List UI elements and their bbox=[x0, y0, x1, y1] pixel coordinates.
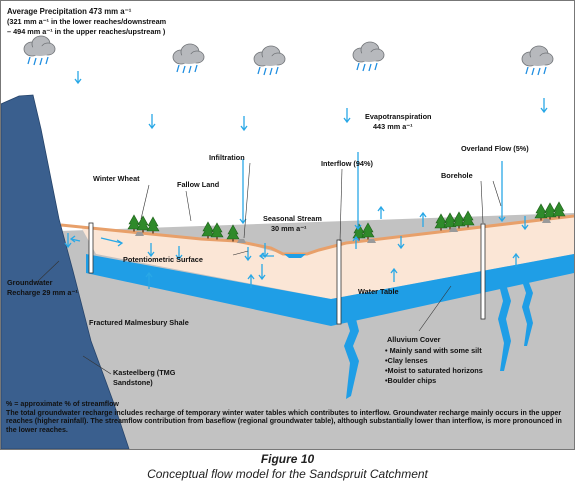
label-water-table: Water Table bbox=[358, 287, 399, 296]
label-seasonal-stream: Seasonal Stream bbox=[263, 214, 322, 223]
up-arrow-icon bbox=[247, 273, 255, 288]
down-arrow-icon bbox=[343, 108, 351, 124]
label-evapotranspiration-value: 443 mm a⁻¹ bbox=[373, 122, 413, 131]
label-avg-precipitation: Average Precipitation 473 mm a⁻¹ bbox=[7, 7, 132, 16]
fracture-zone bbox=[522, 280, 533, 346]
label-alluvium-item: •Boulder chips bbox=[385, 376, 436, 385]
flow-arrows bbox=[64, 71, 548, 289]
lateral-arrow bbox=[69, 235, 81, 243]
figure-label: Figure 10 bbox=[260, 452, 315, 466]
label-infiltration: Infiltration bbox=[209, 153, 245, 162]
borehole-casing bbox=[88, 222, 94, 274]
unsaturated-zone bbox=[81, 216, 574, 299]
figure-caption: Figure 10 Conceptual flow model for the … bbox=[0, 452, 575, 482]
down-arrow-icon bbox=[244, 247, 252, 262]
label-fractured-shale: Fractured Malmesbury Shale bbox=[89, 318, 189, 327]
infiltration-arrow bbox=[239, 159, 247, 225]
diagram-notes: % = approximate % of streamflow The tota… bbox=[6, 400, 569, 434]
label-borehole: Borehole bbox=[441, 171, 473, 180]
fracture-zone bbox=[498, 284, 511, 371]
down-arrow-icon bbox=[540, 98, 548, 114]
up-arrow-icon bbox=[390, 267, 398, 282]
down-arrow-icon bbox=[74, 71, 82, 85]
label-winter-wheat: Winter Wheat bbox=[93, 174, 140, 183]
diagram-labels: Average Precipitation 473 mm a⁻¹ (321 mm… bbox=[7, 7, 529, 387]
label-precip-upper: – 494 mm a⁻¹ in the upper reaches/upstre… bbox=[7, 27, 166, 36]
diagram-frame: Average Precipitation 473 mm a⁻¹ (321 mm… bbox=[0, 0, 575, 450]
up-arrow-icon bbox=[419, 211, 427, 227]
borehole-casing bbox=[336, 239, 342, 325]
down-arrow-icon bbox=[148, 114, 156, 130]
down-arrow-icon bbox=[175, 246, 183, 261]
label-precip-lower: (321 mm a⁻¹ in the lower reaches/downstr… bbox=[7, 17, 167, 26]
down-arrow-icon bbox=[147, 243, 155, 258]
notes-paragraph: The total groundwater recharge includes … bbox=[6, 408, 562, 434]
label-alluvium-item: •Moist to saturated horizons bbox=[385, 366, 483, 375]
down-arrow-icon bbox=[64, 233, 72, 249]
borehole-casing bbox=[480, 223, 486, 320]
flow-diagram: Average Precipitation 473 mm a⁻¹ (321 mm… bbox=[1, 1, 574, 449]
label-kasteelberg-sandstone: Sandstone) bbox=[113, 378, 153, 387]
label-fallow-land: Fallow Land bbox=[177, 180, 219, 189]
up-arrow-icon bbox=[145, 271, 153, 289]
label-alluvium-cover: Alluvium Cover bbox=[387, 335, 441, 344]
label-kasteelberg: Kasteelberg (TMG bbox=[113, 368, 176, 377]
up-arrow-icon bbox=[512, 252, 520, 267]
interflow-arrow bbox=[354, 152, 362, 231]
leader-lines bbox=[36, 162, 502, 375]
seasonal-stream bbox=[284, 254, 306, 258]
label-alluvium-item: • Mainly sand with some silt bbox=[385, 346, 482, 355]
up-arrow-icon bbox=[377, 205, 385, 219]
label-evapotranspiration: Evapotranspiration bbox=[365, 112, 432, 121]
fracture-zone bbox=[344, 319, 359, 399]
label-overland-flow: Overland Flow (5%) bbox=[461, 144, 529, 153]
label-potentiometric-surface: Potentiometric Surface bbox=[123, 255, 203, 264]
lateral-arrow bbox=[100, 237, 124, 247]
down-arrow-icon bbox=[258, 264, 266, 281]
notes-key: % = approximate % of streamflow bbox=[6, 400, 119, 408]
overland-flow-arrow bbox=[498, 161, 506, 223]
up-arrow-icon bbox=[352, 235, 360, 249]
label-groundwater-recharge: Recharge 29 mm a⁻¹ bbox=[7, 288, 78, 297]
lateral-arrow bbox=[258, 252, 274, 260]
label-interflow: Interflow (94%) bbox=[321, 159, 373, 168]
label-groundwater: Groundwater bbox=[7, 278, 53, 287]
down-arrow-icon bbox=[240, 116, 248, 132]
label-alluvium-item: •Clay lenses bbox=[385, 356, 428, 365]
label-seasonal-stream-value: 30 mm a⁻¹ bbox=[271, 224, 307, 233]
down-arrow-icon bbox=[397, 236, 405, 250]
down-arrow-icon bbox=[521, 216, 529, 231]
groundwater-band bbox=[86, 254, 574, 326]
figure-title: Conceptual flow model for the Sandspruit… bbox=[147, 467, 428, 481]
